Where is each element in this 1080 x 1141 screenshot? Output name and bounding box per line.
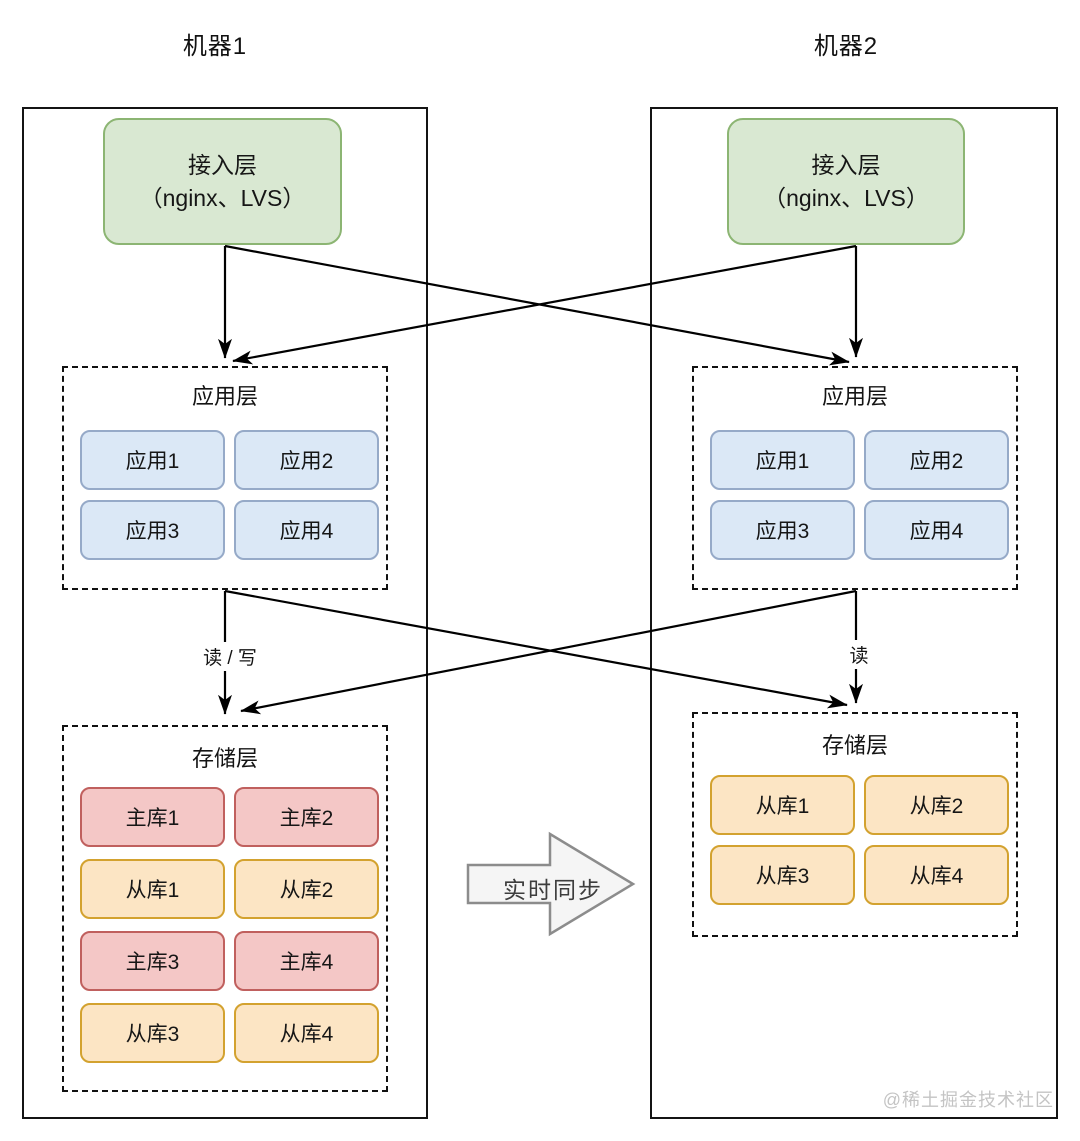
machine2-read-label: 读 xyxy=(834,640,884,669)
machine1-app3-node: 应用3 xyxy=(80,500,225,560)
machine1-slave2-node: 从库2 xyxy=(234,859,379,919)
machine1-slave1-node: 从库1 xyxy=(80,859,225,919)
machine2-app-layer: 应用层 应用1 应用2 应用3 应用4 xyxy=(692,366,1018,590)
machine2-app1-node: 应用1 xyxy=(710,430,855,490)
machine2-panel xyxy=(650,107,1058,1119)
machine1-app2-node: 应用2 xyxy=(234,430,379,490)
machine2-app3-node: 应用3 xyxy=(710,500,855,560)
machine1-master4-node: 主库4 xyxy=(234,931,379,991)
machine1-master3-node: 主库3 xyxy=(80,931,225,991)
machine2-slave4-node: 从库4 xyxy=(864,845,1009,905)
machine2-access-layer-box: 接入层 （nginx、LVS） xyxy=(727,118,965,245)
machine1-master2-node: 主库2 xyxy=(234,787,379,847)
machine1-master1-node: 主库1 xyxy=(80,787,225,847)
machine1-slave3-node: 从库3 xyxy=(80,1003,225,1063)
sync-arrow-label: 实时同步 xyxy=(503,877,603,903)
machine1-app1-node: 应用1 xyxy=(80,430,225,490)
machine2-app2-node: 应用2 xyxy=(864,430,1009,490)
machine2-storage-layer-title: 存储层 xyxy=(821,733,888,758)
machine1-storage-layer: 存储层 主库1 主库2 从库1 从库2 主库3 主库4 从库3 从库4 xyxy=(62,725,388,1092)
machine1-slave4-node: 从库4 xyxy=(234,1003,379,1063)
machine1-app-layer-title: 应用层 xyxy=(191,384,258,409)
machine1-title: 机器1 xyxy=(182,33,248,60)
machine2-app4-node: 应用4 xyxy=(864,500,1009,560)
machine1-storage-layer-title: 存储层 xyxy=(191,746,258,771)
machine1-app4-node: 应用4 xyxy=(234,500,379,560)
machine2-access-layer-name: 接入层 xyxy=(811,151,881,178)
machine1-access-layer-box: 接入层 （nginx、LVS） xyxy=(103,118,342,245)
machine2-title: 机器2 xyxy=(813,33,879,60)
machine1-app-layer: 应用层 应用1 应用2 应用3 应用4 xyxy=(62,366,388,590)
machine2-access-layer-tech: （nginx、LVS） xyxy=(763,184,929,211)
machine2-slave3-node: 从库3 xyxy=(710,845,855,905)
machine2-storage-layer: 存储层 从库1 从库2 从库3 从库4 xyxy=(692,712,1018,937)
machine2-slave1-node: 从库1 xyxy=(710,775,855,835)
machine2-app-layer-title: 应用层 xyxy=(821,384,888,409)
machine1-access-layer-tech: （nginx、LVS） xyxy=(139,184,306,211)
watermark: @稀土掘金技术社区 xyxy=(882,1090,1054,1110)
machine1-access-layer-name: 接入层 xyxy=(188,151,257,178)
machine2-slave2-node: 从库2 xyxy=(864,775,1009,835)
machine1-read-write-label: 读 / 写 xyxy=(188,642,272,671)
